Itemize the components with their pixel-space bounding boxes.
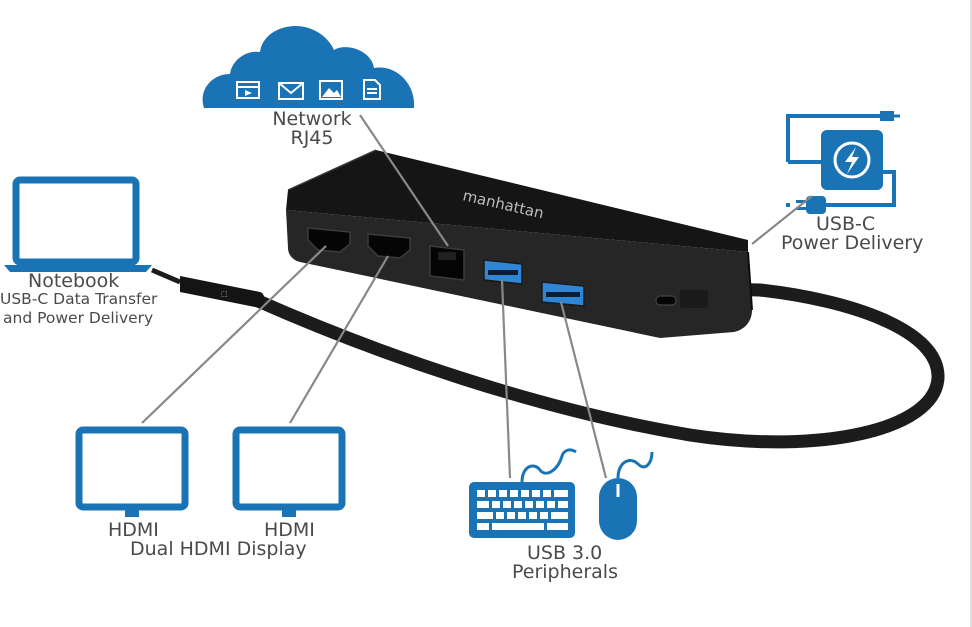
network-label: Network	[272, 108, 352, 130]
usb-c-cable	[249, 282, 945, 449]
usb-c-plug	[180, 276, 265, 308]
power-adapter-icon	[786, 111, 900, 207]
hdmi-left-label: HDMI	[108, 519, 159, 541]
plug-icon	[786, 196, 826, 214]
usbc-power-sub: Power Delivery	[781, 232, 924, 254]
svg-text:⬚: ⬚	[221, 290, 228, 298]
lightning-icon	[845, 147, 859, 174]
dual-hdmi-label: Dual HDMI Display	[130, 538, 307, 560]
right-edge-divider	[970, 0, 972, 627]
video-icon	[236, 81, 260, 99]
usbc-power-title: USB-C	[816, 213, 876, 235]
network-rj45-label: RJ45	[290, 127, 334, 149]
connector-lines	[141, 114, 813, 479]
hdmi-right-label: HDMI	[264, 519, 315, 541]
keyboard-icon	[469, 448, 577, 538]
notebook-usbc-label: USB-C Data Transfer	[0, 290, 158, 308]
cloud-icon	[202, 26, 415, 108]
usb-peripherals-label: Peripherals	[512, 561, 618, 583]
notebook-label: Notebook	[28, 270, 120, 292]
monitor-icon	[232, 426, 346, 517]
monitor-icon	[75, 426, 189, 517]
notebook-power-label: and Power Delivery	[3, 309, 154, 327]
image-icon	[319, 80, 343, 100]
mouse-icon	[599, 451, 654, 540]
usb3-label: USB 3.0	[527, 542, 603, 564]
laptop-icon	[4, 176, 152, 272]
document-icon	[363, 79, 381, 100]
laptop-cable-stub	[151, 267, 181, 285]
mail-icon	[278, 82, 304, 100]
